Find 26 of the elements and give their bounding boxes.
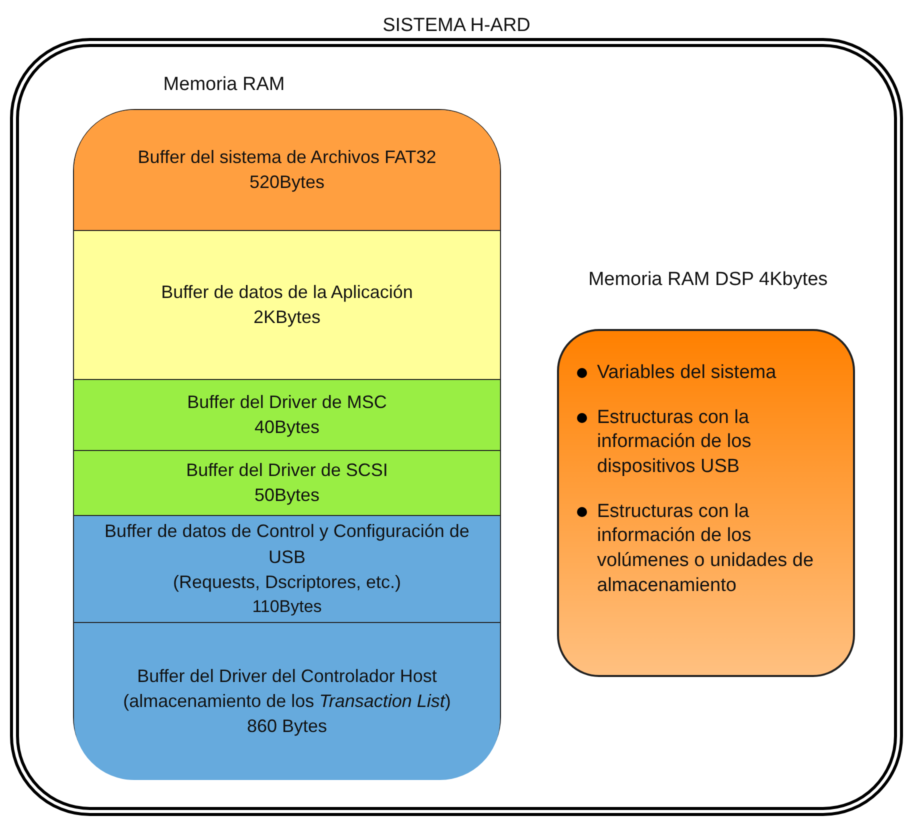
memory-segment: [74, 110, 500, 230]
list-item: Estructuras con la información de los dispositivos USB: [597, 406, 752, 478]
size-label: 40Bytes: [254, 416, 320, 439]
segment-label: Buffer de datos de la Aplicación: [161, 280, 413, 304]
size-label: 2KBytes: [253, 306, 321, 329]
segment-label: Buffer del sistema de Archivos FAT32: [138, 146, 436, 169]
list-item: Variables del sistema: [597, 362, 776, 383]
segment-label: Buffer del Driver de SCSI: [186, 458, 388, 482]
section-heading: Memoria RAM DSP 4Kbytes: [587, 268, 829, 292]
list-item: Estructuras con la información de los volúmenes o unidades de almacenamiento: [597, 500, 814, 596]
section-heading: SISTEMA H-ARD: [382, 15, 532, 37]
size-label: 520Bytes: [249, 171, 325, 194]
segment-label: Buffer del Driver del Controlador Host: [137, 664, 437, 688]
memory-segment: [74, 450, 500, 515]
size-label: 860 Bytes: [246, 715, 328, 738]
memory-segment: [74, 515, 500, 622]
segment-label: Buffer del Driver de MSC: [187, 390, 387, 414]
segment-label: Buffer de datos de Control y Configuración de USB: [104, 520, 470, 568]
segment-label: (almacenamiento de los Transaction List): [123, 690, 451, 713]
section-heading: Memoria RAM: [162, 74, 286, 96]
memory-segment: [74, 230, 500, 379]
memory-segment: [74, 622, 500, 780]
size-label: 50Bytes: [254, 484, 320, 507]
size-label: 110Bytes: [252, 596, 322, 618]
segment-label: (Requests, Dscriptores, etc.): [172, 570, 402, 594]
memory-segment: [74, 379, 500, 450]
